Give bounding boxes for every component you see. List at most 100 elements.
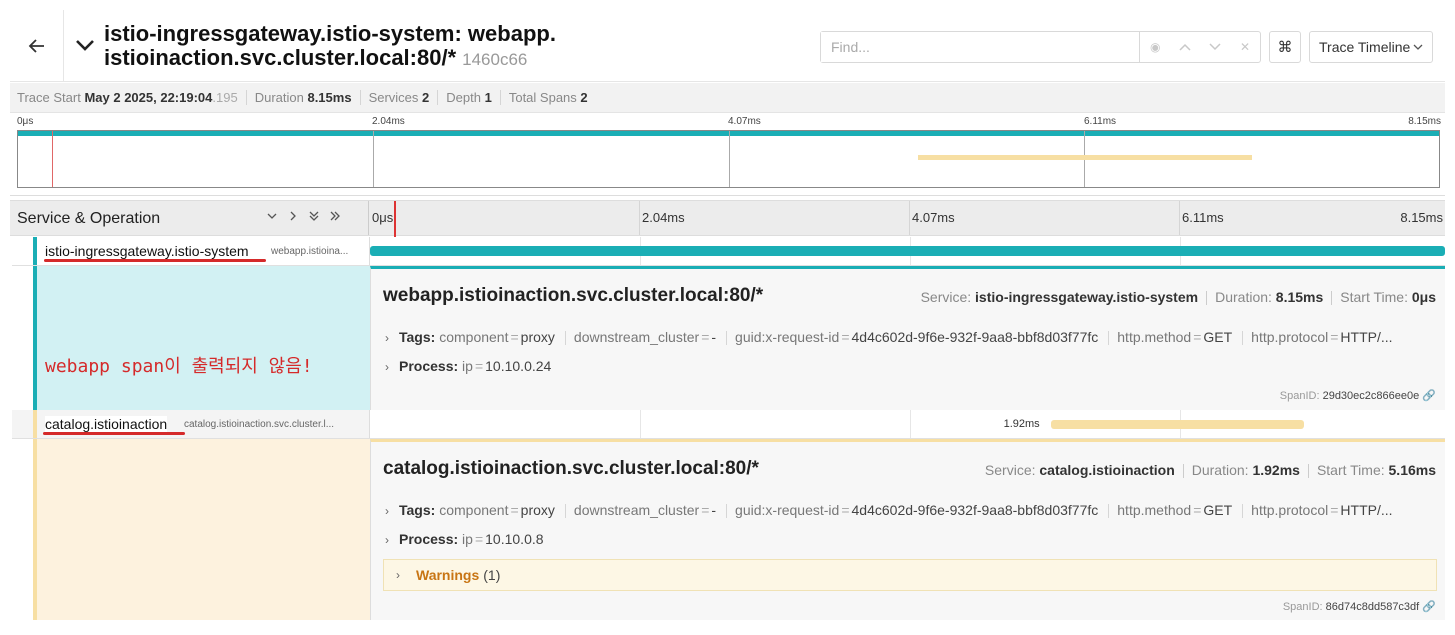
command-key-icon: ⌘ <box>1277 39 1293 56</box>
warnings-count: (1) <box>483 567 501 583</box>
span-bar[interactable] <box>1050 420 1304 429</box>
timeline-gridline <box>1179 201 1180 235</box>
service-color-bar <box>33 266 37 410</box>
detail-content: catalog.istioinaction.svc.cluster.local:… <box>370 439 1445 620</box>
minimap-cursor[interactable] <box>52 131 53 187</box>
detail-left-fill <box>37 439 370 620</box>
link-icon[interactable]: 🔗 <box>1422 601 1436 613</box>
collapse-one-icon[interactable] <box>266 210 278 222</box>
chevron-right-icon: › <box>385 504 389 518</box>
detail-left-pane <box>12 439 370 620</box>
detail-operation: webapp.istioinaction.svc.cluster.local:8… <box>383 285 764 306</box>
span-name-cell[interactable]: istio-ingressgateway.istio-system webapp… <box>12 237 370 265</box>
service-operation-title: Service & Operation <box>17 210 161 227</box>
minimap-canvas[interactable] <box>17 130 1440 188</box>
tree-controls <box>266 210 341 222</box>
tag-item: http.method=GET <box>1117 502 1233 518</box>
span-id: SpanID: 29d30ec2c866ee0e 🔗 <box>1279 390 1436 402</box>
row-gridline <box>640 410 641 438</box>
prev-match-icon[interactable] <box>1170 32 1200 62</box>
minimap-tick: 2.04ms <box>372 116 405 127</box>
chevron-right-icon: › <box>396 568 400 582</box>
tag-item: downstream_cluster=- <box>573 329 717 345</box>
detail-operation: catalog.istioinaction.svc.cluster.local:… <box>383 458 759 479</box>
tag-item: http.protocol=HTTP/... <box>1251 502 1393 518</box>
warnings-label: Warnings <box>416 567 480 583</box>
detail-meta: Service: istio-ingressgateway.istio-syst… <box>920 289 1436 306</box>
trace-title: istio-ingressgateway.istio-system: webap… <box>104 22 624 72</box>
kv-separator <box>726 504 728 519</box>
span-bar-cell[interactable]: 1.92ms <box>370 410 1445 438</box>
minimap-tick: 6.11ms <box>1084 116 1117 127</box>
kv-separator <box>564 331 566 346</box>
tag-item: component=proxy <box>439 502 555 518</box>
tag-item: http.method=GET <box>1117 329 1233 345</box>
trace-start: Trace Start May 2 2025, 22:19:04.195 <box>17 90 247 105</box>
timeline-header: Service & Operation 0μs 2.04ms 4.07ms 6.… <box>10 200 1445 237</box>
span-detail: webapp span이 출력되지 않음! webapp.istioinacti… <box>12 266 1445 410</box>
kv-separator <box>726 331 728 346</box>
tag-item: downstream_cluster=- <box>573 502 717 518</box>
trace-total-spans: Total Spans 2 <box>508 90 588 105</box>
tag-item: component=proxy <box>439 329 555 345</box>
minimap-gridline <box>373 131 374 187</box>
kv-separator <box>1242 331 1244 346</box>
back-button[interactable] <box>10 10 64 82</box>
collapse-title-button[interactable] <box>74 34 96 56</box>
keyboard-shortcuts-button[interactable]: ⌘ <box>1269 31 1301 63</box>
view-select[interactable]: Trace Timeline <box>1309 31 1433 63</box>
next-match-icon[interactable] <box>1200 32 1230 62</box>
service-color-bar <box>33 237 37 265</box>
kv-separator <box>1108 504 1110 519</box>
span-service-name: istio-ingressgateway.istio-system <box>45 243 249 259</box>
collapse-all-icon[interactable] <box>308 210 320 222</box>
detail-left-pane: webapp span이 출력되지 않음! <box>12 266 370 410</box>
span-bar[interactable] <box>370 246 1445 256</box>
tag-item: guid:x-request-id=4d4c602d-9f6e-932f-9aa… <box>735 329 1099 345</box>
expand-all-icon[interactable] <box>329 210 341 222</box>
service-color-bar <box>33 439 37 620</box>
timeline-cursor[interactable] <box>394 201 396 237</box>
timeline-tick: 6.11ms <box>1182 210 1224 225</box>
minimap-tick: 0μs <box>17 116 34 127</box>
process-row[interactable]: ›Process: ip=10.10.0.24 <box>385 358 552 374</box>
locate-icon[interactable]: ◉ <box>1150 40 1161 54</box>
detail-left-fill <box>37 266 370 410</box>
clear-find-icon[interactable]: ✕ <box>1239 40 1251 54</box>
annotation-underline <box>43 432 185 435</box>
span-detail: catalog.istioinaction.svc.cluster.local:… <box>12 439 1445 620</box>
link-icon[interactable]: 🔗 <box>1422 390 1436 402</box>
span-id: SpanID: 86d74c8dd587c3df 🔗 <box>1282 601 1436 613</box>
arrow-left-icon <box>28 39 44 53</box>
timeline-tick: 0μs <box>372 210 394 225</box>
tag-item: guid:x-request-id=4d4c602d-9f6e-932f-9aa… <box>735 502 1099 518</box>
kv-separator <box>564 504 566 519</box>
warnings-panel[interactable]: › Warnings(1) <box>383 559 1437 591</box>
expand-one-icon[interactable] <box>287 210 299 222</box>
span-bar-cell[interactable] <box>370 237 1445 265</box>
row-gridline <box>910 410 911 438</box>
timeline-tick: 8.15ms <box>1400 210 1443 225</box>
column-resizer[interactable] <box>368 201 369 235</box>
trace-duration: Duration 8.15ms <box>255 90 361 105</box>
trace-services: Services 2 <box>369 90 439 105</box>
span-row[interactable]: istio-ingressgateway.istio-system webapp… <box>12 237 1445 266</box>
chevron-down-icon <box>76 40 94 51</box>
span-operation-name: catalog.istioinaction.svc.cluster.l... <box>184 419 335 430</box>
find-input[interactable] <box>821 32 1141 62</box>
timeline-gridline <box>639 201 640 235</box>
span-row[interactable]: catalog.istioinaction catalog.istioinact… <box>12 410 1445 439</box>
tag-item: http.protocol=HTTP/... <box>1251 329 1393 345</box>
span-name-cell[interactable]: catalog.istioinaction catalog.istioinact… <box>12 410 370 438</box>
chevron-right-icon: › <box>385 533 389 547</box>
process-row[interactable]: ›Process: ip=10.10.0.8 <box>385 531 544 547</box>
kv-separator <box>1108 331 1110 346</box>
span-service-name: catalog.istioinaction <box>45 416 168 432</box>
minimap-gridline <box>729 131 730 187</box>
trace-minimap[interactable]: 0μs 2.04ms 4.07ms 6.11ms 8.15ms <box>10 114 1445 196</box>
trace-id: 1460c66 <box>462 50 528 69</box>
span-duration-label: 1.92ms <box>1003 418 1040 430</box>
